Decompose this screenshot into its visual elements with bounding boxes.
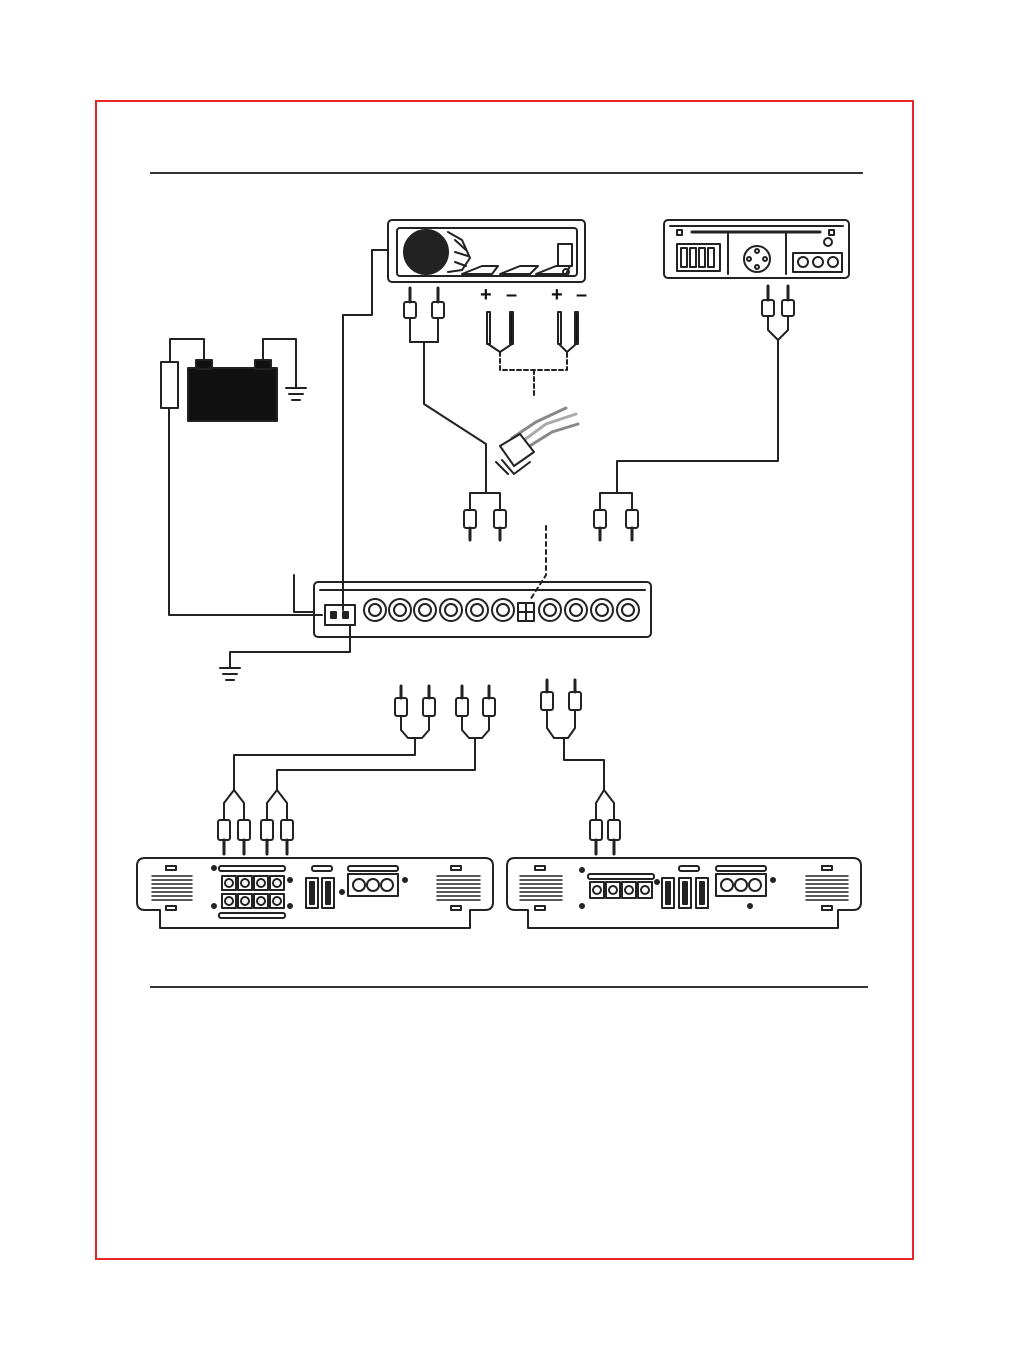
head-unit-lead	[343, 250, 388, 610]
speaker-a-minus-label: –	[506, 284, 517, 306]
speaker-terminals-r	[590, 882, 652, 898]
processor-ground	[220, 625, 350, 680]
speaker-a-plus-label: +	[480, 284, 492, 306]
head-unit	[388, 220, 585, 282]
vent-right-r	[806, 876, 848, 900]
speaker-leads: + – + –	[480, 284, 587, 396]
rca-pair-dvd	[594, 493, 638, 540]
wiring-harness	[496, 408, 578, 474]
fuse	[161, 362, 178, 408]
processor-unit	[294, 575, 651, 637]
amplifier-left	[137, 858, 493, 928]
processor-rca-out-front	[234, 686, 495, 790]
speaker-terminals	[222, 876, 284, 908]
rca-jacks	[364, 599, 639, 621]
speaker-b-plus-label: +	[551, 284, 563, 306]
battery-plus-label: +	[200, 368, 206, 380]
amp-left-rca-in	[218, 790, 293, 854]
amplifier-right	[507, 858, 861, 928]
battery: + -	[188, 360, 277, 421]
harness-dashed-link	[530, 526, 546, 600]
head-unit-rca-out	[404, 288, 486, 493]
vent-right	[437, 876, 480, 900]
battery-minus-label: -	[259, 368, 263, 380]
processor-rca-out-sub	[541, 680, 604, 790]
ground-symbol	[286, 388, 306, 400]
dvd-player	[664, 220, 849, 278]
rca-pair-head-unit	[464, 493, 506, 540]
vent-left	[152, 876, 192, 900]
speaker-b-minus-label: –	[576, 284, 587, 306]
vent-left-r	[520, 876, 562, 900]
amp-right-rca-in	[590, 790, 620, 854]
dvd-rca-out	[617, 286, 794, 493]
